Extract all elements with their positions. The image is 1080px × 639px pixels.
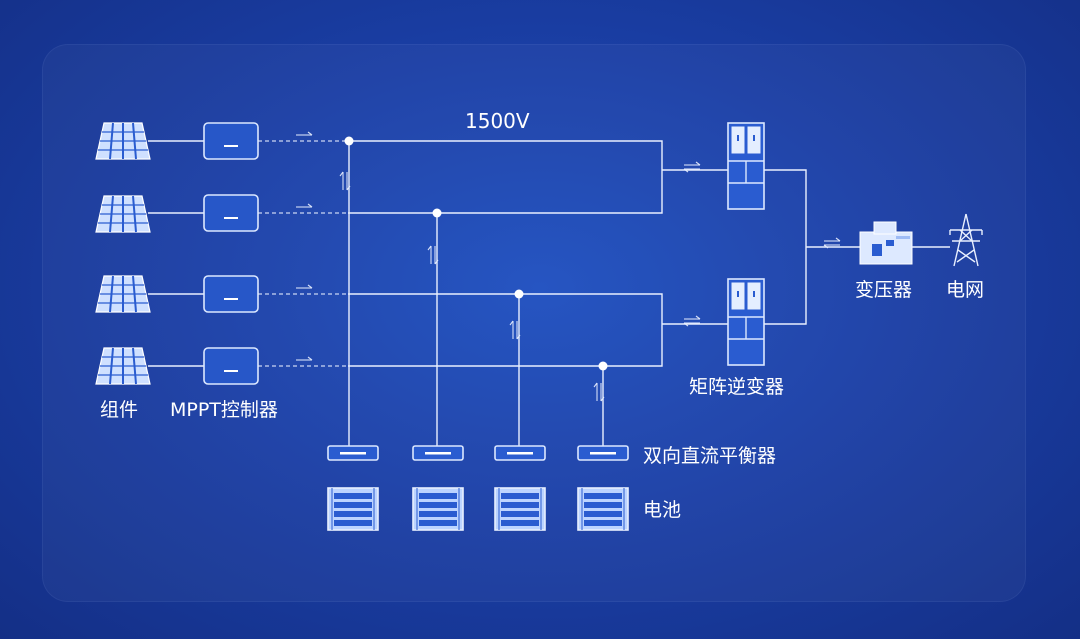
mppt-label: MPPT控制器	[170, 399, 278, 421]
dc-balancer-icon	[412, 445, 464, 461]
inverter-cabinet-icon	[727, 278, 765, 366]
solar-panel-icon	[95, 122, 151, 160]
dc-balancer-label: 双向直流平衡器	[643, 445, 776, 467]
dc-balancer-icon	[577, 445, 629, 461]
matrix-inverter-label: 矩阵逆变器	[689, 376, 784, 398]
dc-balancer-icon	[494, 445, 546, 461]
modules-label: 组件	[100, 399, 138, 421]
inverter-cabinet-icon	[727, 122, 765, 210]
battery-rack-icon	[412, 487, 464, 531]
mppt-controller-icon	[203, 347, 259, 385]
solar-panel-icon	[95, 195, 151, 233]
mppt-controller-icon	[203, 122, 259, 160]
mppt-controller-icon	[203, 194, 259, 232]
battery-rack-icon	[577, 487, 629, 531]
transformer-label: 变压器	[855, 279, 912, 301]
battery-label: 电池	[643, 499, 681, 521]
dc-balancer-icon	[327, 445, 379, 461]
solar-panel-icon	[95, 275, 151, 313]
grid-label: 电网	[946, 279, 984, 301]
transformer-icon	[859, 221, 913, 265]
voltage-label: 1500V	[465, 109, 530, 133]
battery-rack-icon	[327, 487, 379, 531]
battery-rack-icon	[494, 487, 546, 531]
solar-panel-icon	[95, 347, 151, 385]
power-tower-icon	[949, 213, 983, 267]
mppt-controller-icon	[203, 275, 259, 313]
